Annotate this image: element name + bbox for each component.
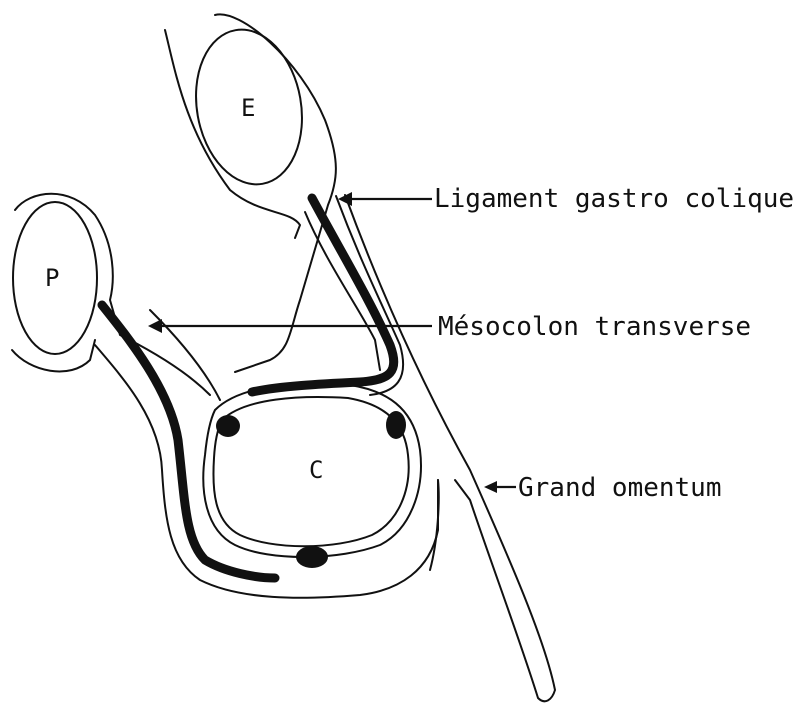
- gastrocolic-thick-band: [252, 198, 394, 392]
- stomach-membrane-left: [165, 30, 300, 238]
- gastrocolic-label: Ligament gastro colique: [434, 184, 794, 214]
- omentum-label: Grand omentum: [518, 473, 722, 503]
- colon-label: C: [309, 456, 323, 484]
- node-left: [216, 415, 240, 437]
- node-bottom: [296, 546, 328, 568]
- pancreas-membrane-low: [12, 340, 95, 371]
- omentum-arrowhead: [484, 481, 497, 493]
- gastrocolic-sheath: [305, 212, 380, 370]
- pancreas-label: P: [45, 264, 59, 292]
- mesocolon-thick-band: [102, 305, 275, 578]
- mesocolon-arrowhead: [148, 319, 162, 333]
- omentum-fold: [345, 195, 555, 701]
- node-right: [386, 411, 406, 439]
- mesocolon-label: Mésocolon transverse: [438, 312, 751, 342]
- mesocolon-sheath: [95, 345, 438, 598]
- stomach-label: E: [241, 94, 255, 122]
